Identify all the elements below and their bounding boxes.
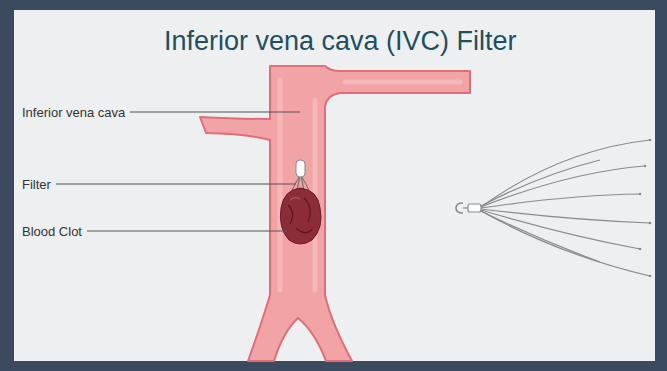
part-label: Filter [22,177,51,192]
blood-clot [280,188,321,244]
panel [14,10,655,361]
leader-line [130,112,300,113]
vena-cava [200,66,470,361]
part-label: Blood Clot [22,224,82,239]
leader-line [56,184,296,185]
strut-tips [639,139,652,278]
vein-highlight [280,80,460,290]
part-label: Inferior vena cava [22,105,125,120]
filter-device [456,140,650,276]
filter-head [296,160,305,177]
leader-line [87,231,287,232]
diagram-title: Inferior vena cava (IVC) Filter [164,26,517,57]
